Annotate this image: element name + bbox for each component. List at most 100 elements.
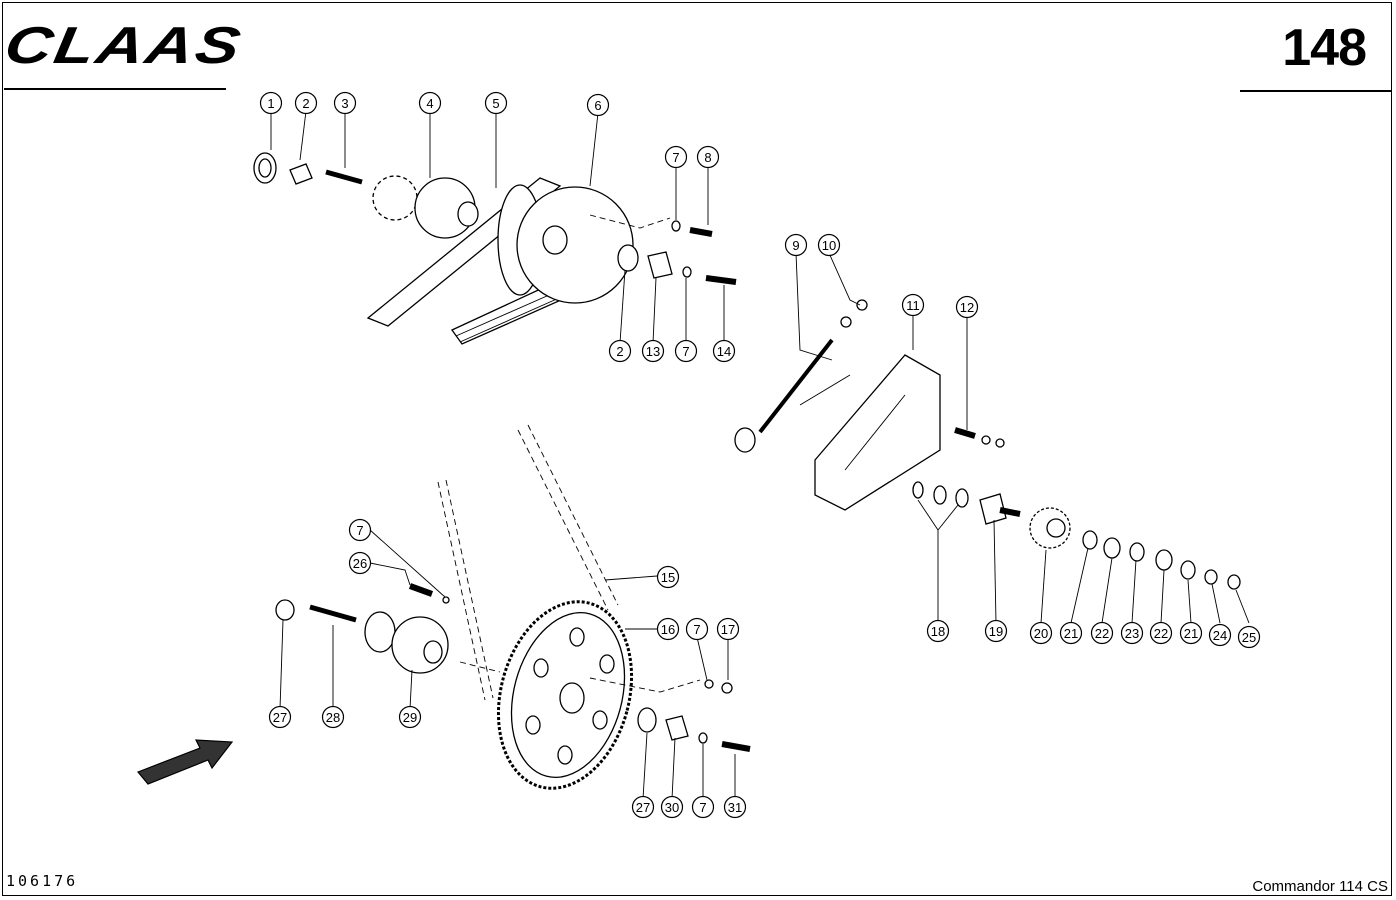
part-bushing-lower	[275, 599, 295, 621]
callout-label: 20	[1034, 626, 1048, 641]
callout-label: 22	[1154, 626, 1168, 641]
callout-label: 29	[403, 710, 417, 725]
callout-12: 12	[955, 295, 979, 319]
callout-label: 7	[693, 622, 700, 637]
callout-2: 2	[294, 91, 318, 115]
callout-label: 23	[1125, 626, 1139, 641]
part-bushing	[289, 163, 313, 185]
callout-circle	[1208, 623, 1232, 647]
callout-circle	[817, 233, 841, 257]
callout-label: 10	[822, 238, 836, 253]
callout-circle	[696, 145, 720, 169]
callout-circle	[268, 705, 292, 729]
callout-22: 22	[1149, 621, 1173, 645]
callout-label: 28	[326, 710, 340, 725]
callout-label: 11	[906, 298, 920, 313]
callout-label: 16	[661, 622, 675, 637]
callout-1: 1	[259, 91, 283, 115]
callout-3: 3	[333, 91, 357, 115]
callout-label: 26	[353, 556, 367, 571]
callout-circle	[259, 91, 283, 115]
callout-circle	[641, 339, 665, 363]
callout-label: 7	[356, 523, 363, 538]
callout-circle	[631, 795, 655, 819]
callout-19: 19	[984, 619, 1008, 643]
model-name: Commandor 114 CS	[1252, 878, 1388, 895]
callout-circle	[901, 293, 925, 317]
part-tension-rod	[758, 338, 834, 434]
part-bolt	[689, 227, 713, 237]
roller-chain	[437, 424, 619, 701]
callout-6: 6	[586, 93, 610, 117]
callout-2: 2	[608, 339, 632, 363]
callout-circle	[484, 91, 508, 115]
header-rule-left	[4, 88, 226, 90]
page-number: 148	[1282, 19, 1367, 77]
callout-22: 22	[1090, 621, 1114, 645]
callout-label: 6	[594, 98, 601, 113]
callout-circle	[418, 91, 442, 115]
callout-21: 21	[1059, 621, 1083, 645]
callout-circle	[660, 795, 684, 819]
callout-label: 25	[1242, 630, 1256, 645]
callout-21: 21	[1179, 621, 1203, 645]
callout-circle	[656, 617, 680, 641]
callout-26: 26	[348, 551, 372, 575]
callout-label: 9	[792, 238, 799, 253]
callout-8: 8	[696, 145, 720, 169]
part-sprocket-hub	[372, 175, 479, 239]
callout-circle	[664, 145, 688, 169]
callout-13: 13	[641, 339, 665, 363]
callout-7: 7	[348, 518, 372, 542]
leader-lines	[270, 110, 1250, 800]
callout-9: 9	[784, 233, 808, 257]
callout-5: 5	[484, 91, 508, 115]
part-stub-axle	[979, 493, 1007, 525]
callout-label: 12	[960, 300, 974, 315]
callout-label: 7	[672, 150, 679, 165]
part-bracket	[814, 354, 941, 511]
callout-circle	[1120, 621, 1144, 645]
callout-label: 24	[1213, 628, 1227, 643]
callout-7: 7	[664, 145, 688, 169]
callout-10: 10	[817, 233, 841, 257]
callout-23: 23	[1120, 621, 1144, 645]
callout-circle	[333, 91, 357, 115]
callout-label: 2	[616, 344, 623, 359]
callout-label: 17	[721, 622, 735, 637]
callout-label: 5	[492, 96, 499, 111]
callout-label: 22	[1095, 626, 1109, 641]
drawing-id: 106176	[6, 872, 79, 890]
callout-label: 30	[665, 800, 679, 815]
callout-7: 7	[674, 339, 698, 363]
callout-circle	[1090, 621, 1114, 645]
part-pulley	[497, 184, 634, 304]
callout-circle	[586, 93, 610, 117]
part-washer	[671, 220, 681, 232]
top-assembly	[253, 152, 737, 345]
callout-7: 7	[691, 795, 715, 819]
callout-circle	[321, 705, 345, 729]
callout-circle	[1059, 621, 1083, 645]
callout-circle	[1149, 621, 1173, 645]
callout-label: 27	[636, 800, 650, 815]
callout-14: 14	[712, 339, 736, 363]
callout-29: 29	[398, 705, 422, 729]
callout-circle	[685, 617, 709, 641]
callout-15: 15	[656, 565, 680, 589]
callout-circle	[1029, 621, 1053, 645]
callout-label: 27	[273, 710, 287, 725]
callout-16: 16	[656, 617, 680, 641]
callout-circle	[723, 795, 747, 819]
callout-circle	[674, 339, 698, 363]
callout-11: 11	[901, 293, 925, 317]
callout-label: 4	[426, 96, 433, 111]
callout-label: 3	[341, 96, 348, 111]
callout-28: 28	[321, 705, 345, 729]
callout-label: 7	[682, 344, 689, 359]
callout-label: 21	[1064, 626, 1078, 641]
callout-18: 18	[926, 619, 950, 643]
callout-27: 27	[631, 795, 655, 819]
